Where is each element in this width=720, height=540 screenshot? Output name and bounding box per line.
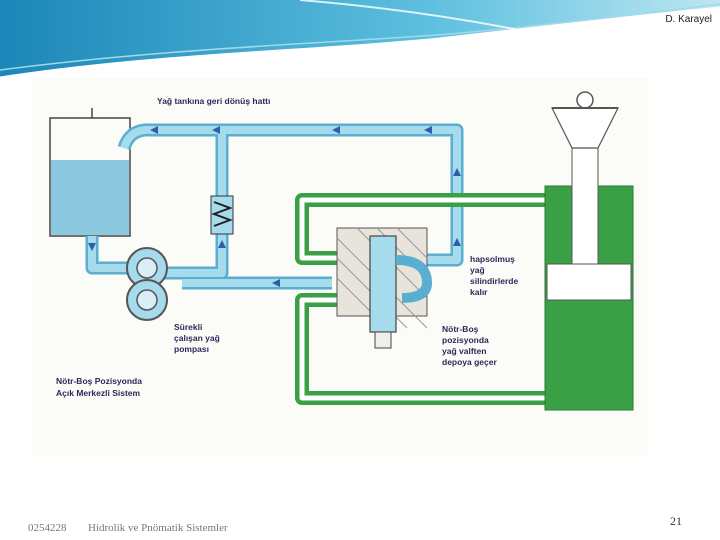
trapped-oil-label-line2: yağ bbox=[470, 265, 485, 275]
system-label-line1: Nötr-Boş Pozisyonda bbox=[56, 376, 142, 386]
trapped-oil-label-line1: hapsolmuş bbox=[470, 254, 515, 264]
pump-label-line2: çalışan yağ bbox=[174, 333, 220, 343]
author-name: D. Karayel bbox=[665, 14, 712, 25]
neutral-label-line4: depoya geçer bbox=[442, 357, 497, 367]
pump-label-line3: pompası bbox=[174, 344, 209, 354]
trapped-oil-label-line4: kalır bbox=[470, 287, 488, 297]
header-wave-decoration bbox=[0, 0, 720, 80]
hydraulic-cylinder bbox=[544, 91, 634, 411]
directional-control-valve bbox=[336, 227, 433, 349]
flow-arrows bbox=[88, 126, 461, 287]
oil-tank bbox=[49, 108, 131, 237]
page-number: 21 bbox=[670, 514, 682, 528]
neutral-label-line3: yağ valften bbox=[442, 346, 486, 356]
pump-label-line1: Sürekli bbox=[174, 322, 202, 332]
green-lines-highlight bbox=[299, 197, 547, 401]
neutral-label-line2: pozisyonda bbox=[442, 335, 489, 345]
trapped-oil-label-line3: silindirlerde bbox=[470, 276, 518, 286]
course-title: Hidrolik ve Pnömatik Sistemler bbox=[88, 522, 228, 534]
course-code: 0254228 bbox=[28, 522, 67, 534]
hydraulic-diagram: Yağ tankına geri dönüş hattı hapsolmuş y… bbox=[32, 78, 648, 456]
neutral-label-line1: Nötr-Boş bbox=[442, 324, 479, 334]
return-line-label: Yağ tankına geri dönüş hattı bbox=[157, 96, 270, 106]
relief-valve-spring bbox=[210, 195, 234, 235]
gear-pump bbox=[126, 247, 168, 321]
system-label-line2: Açık Merkezli Sistem bbox=[56, 388, 141, 398]
